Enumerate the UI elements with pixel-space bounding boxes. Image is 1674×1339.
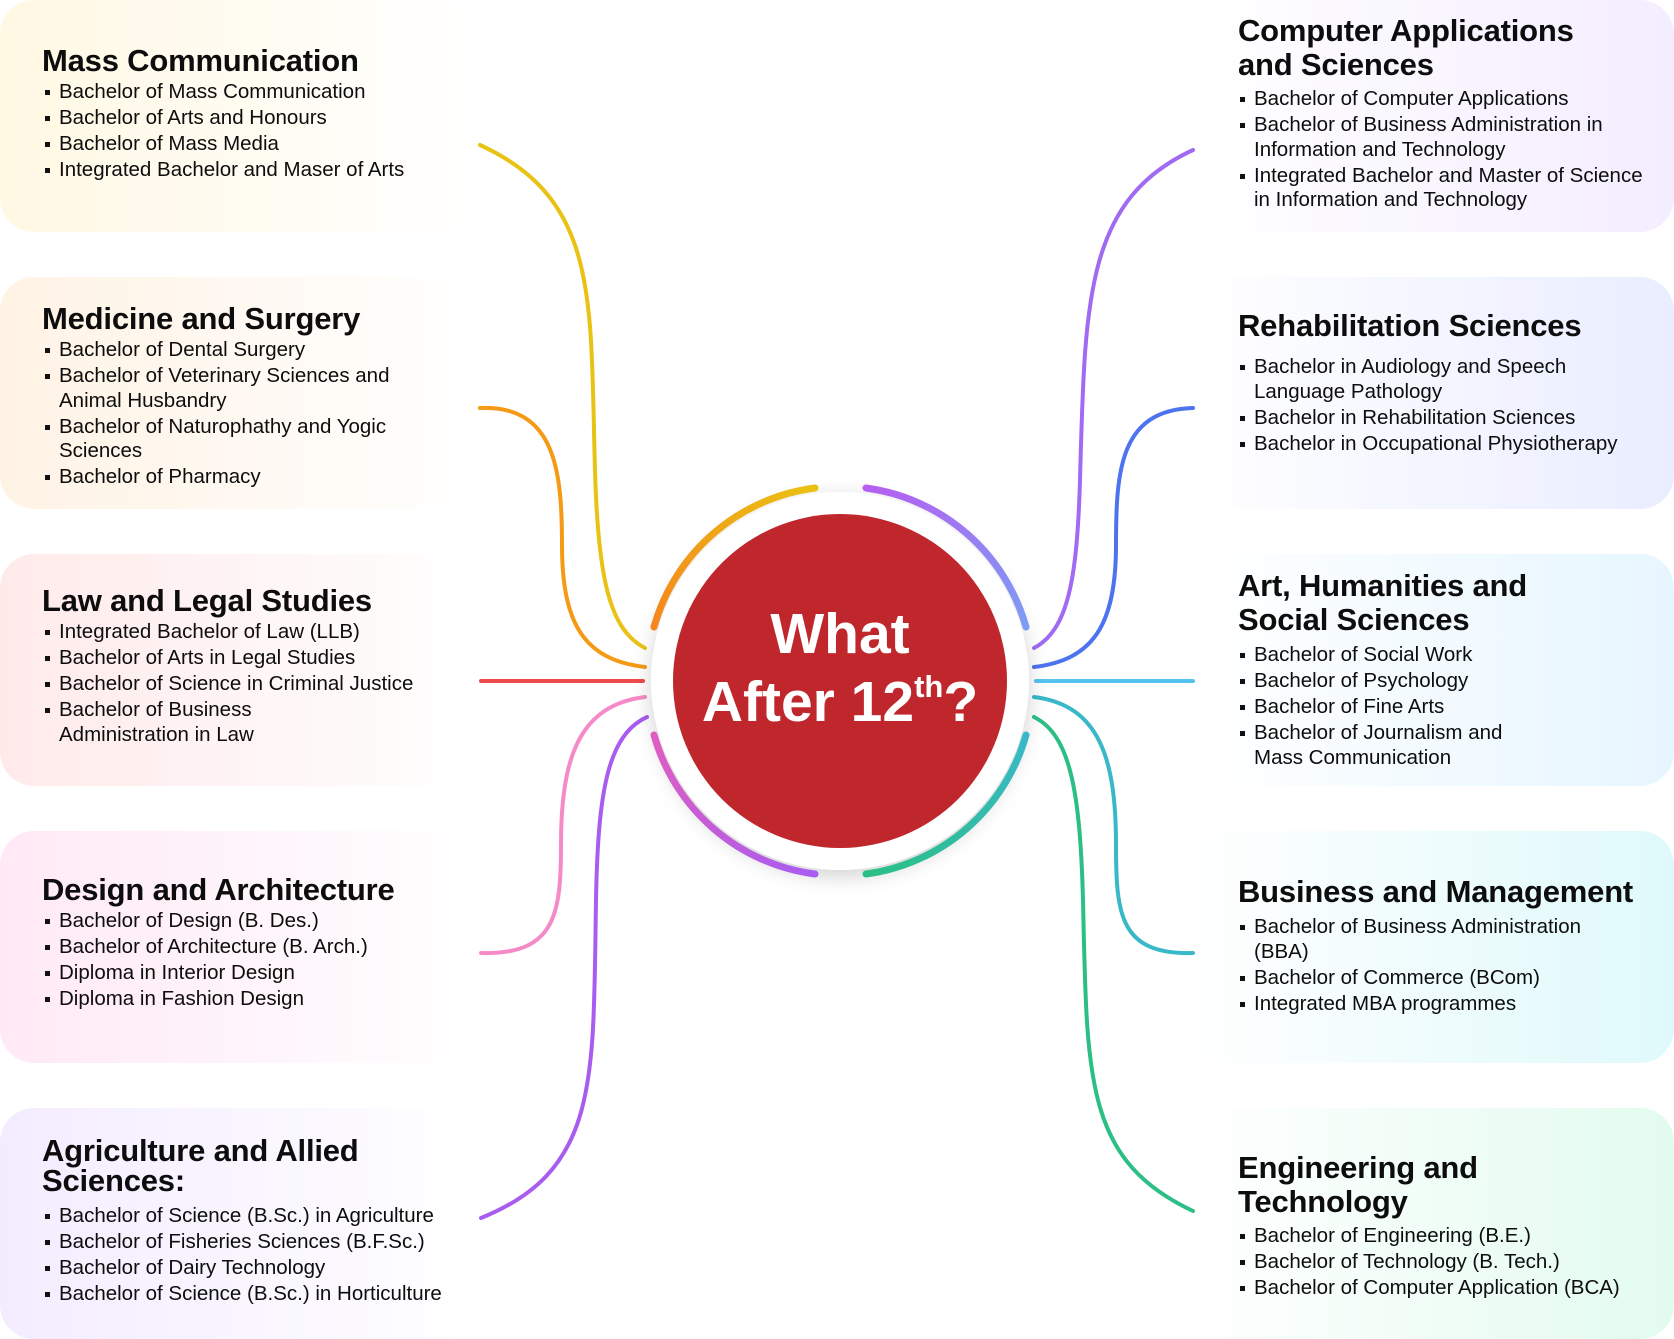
card-title: Mass Communication — [42, 43, 359, 78]
course-item: Bachelor of Veterinary Sciences and Anim… — [43, 364, 423, 413]
course-list: Bachelor of Computer Applications Bachel… — [1238, 87, 1658, 214]
course-item: Bachelor of Technology (B. Tech.) — [1238, 1250, 1674, 1275]
course-list: Bachelor of Mass Communication Bachelor … — [43, 80, 460, 184]
category-card-computer-applications: Computer Applications and Sciences Bache… — [1210, 0, 1674, 232]
connector-computer — [1032, 148, 1195, 650]
course-item: Bachelor of Business Administration in L… — [43, 698, 289, 747]
course-item: Bachelor of Science in Criminal Justice — [43, 672, 443, 697]
course-item: Bachelor of Business Administration in I… — [1238, 113, 1658, 162]
course-item: Integrated Bachelor of Law (LLB) — [43, 620, 443, 645]
course-item: Diploma in Fashion Design — [43, 987, 460, 1012]
course-item: Bachelor in Rehabilitation Sciences — [1238, 406, 1658, 431]
category-card-arts-humanities: Art, Humanities and Social Sciences Bach… — [1210, 554, 1674, 786]
category-card-medicine-surgery: Medicine and Surgery Bachelor of Dental … — [0, 277, 460, 509]
card-title: Law and Legal Studies — [42, 583, 372, 618]
course-item: Bachelor of Pharmacy — [43, 465, 423, 490]
course-item: Bachelor of Arts in Legal Studies — [43, 646, 443, 671]
hub-title: What After 12th? — [670, 600, 1010, 736]
category-card-mass-communication: Mass Communication Bachelor of Mass Comm… — [0, 0, 460, 232]
category-card-business: Business and Management Bachelor of Busi… — [1210, 831, 1674, 1063]
card-title: Design and Architecture — [42, 872, 395, 907]
course-list: Bachelor of Design (B. Des.) Bachelor of… — [43, 909, 460, 1013]
course-item: Bachelor of Mass Media — [43, 132, 460, 157]
course-item: Bachelor of Science (B.Sc.) in Agricultu… — [43, 1204, 460, 1229]
course-item: Bachelor of Naturophathy and Yogic Scien… — [43, 415, 423, 464]
course-item: Bachelor of Journalism and Mass Communic… — [1238, 721, 1554, 770]
hub-arc-bottom-left — [650, 731, 819, 878]
connector-design — [479, 695, 647, 956]
course-item: Integrated Bachelor and Master of Scienc… — [1238, 164, 1654, 213]
card-title: Medicine and Surgery — [42, 301, 361, 336]
course-item: Bachelor of Dental Surgery — [43, 338, 423, 363]
category-card-rehabilitation: Rehabilitation Sciences Bachelor in Audi… — [1210, 277, 1674, 509]
course-list: Bachelor of Engineering (B.E.) Bachelor … — [1238, 1224, 1674, 1302]
connector-agriculture — [479, 715, 649, 1220]
course-item: Bachelor of Commerce (BCom) — [1238, 966, 1638, 991]
course-item: Bachelor of Arts and Honours — [43, 106, 460, 131]
card-title: Engineering and Technology — [1238, 1150, 1478, 1219]
course-item: Bachelor of Mass Communication — [43, 80, 460, 105]
hub-title-main: After 12 — [701, 670, 915, 734]
category-card-design: Design and Architecture Bachelor of Desi… — [0, 831, 460, 1063]
course-item: Bachelor of Science (B.Sc.) in Horticult… — [43, 1282, 460, 1307]
hub-title-sup: th — [914, 669, 944, 704]
course-item: Bachelor of Computer Applications — [1238, 87, 1658, 112]
connector-mass-communication — [478, 143, 647, 650]
course-item: Bachelor of Design (B. Des.) — [43, 909, 460, 934]
course-item: Bachelor in Occupational Physiotherapy — [1238, 432, 1658, 457]
course-item: Diploma in Interior Design — [43, 961, 460, 986]
course-item: Bachelor of Engineering (B.E.) — [1238, 1224, 1674, 1249]
connector-engineering — [1032, 715, 1195, 1213]
course-list: Bachelor of Social Work Bachelor of Psyc… — [1238, 643, 1658, 772]
connector-medicine — [478, 405, 647, 669]
course-list: Bachelor of Science (B.Sc.) in Agricultu… — [43, 1204, 460, 1308]
card-title: Art, Humanities and Social Sciences — [1238, 568, 1528, 637]
hub-circle — [673, 514, 1007, 848]
category-card-law: Law and Legal Studies Integrated Bachelo… — [0, 554, 460, 786]
course-list: Integrated Bachelor of Law (LLB) Bachelo… — [43, 620, 443, 749]
course-item: Integrated MBA programmes — [1238, 992, 1638, 1017]
hub — [650, 484, 1030, 878]
course-item: Bachelor of Social Work — [1238, 643, 1658, 668]
card-title: Rehabilitation Sciences — [1238, 308, 1582, 343]
course-list: Bachelor in Audiology and Speech Languag… — [1238, 355, 1658, 458]
card-title: Computer Applications and Sciences — [1238, 13, 1574, 82]
card-title: Agriculture and Allied Sciences: — [42, 1133, 359, 1198]
category-card-engineering: Engineering and Technology Bachelor of E… — [1210, 1108, 1674, 1339]
course-item: Bachelor in Audiology and Speech Languag… — [1238, 355, 1594, 404]
hub-title-line1: What — [770, 602, 910, 666]
hub-arc-top-left — [650, 484, 819, 631]
category-card-agriculture: Agriculture and Allied Sciences: Bachelo… — [0, 1108, 460, 1339]
course-item: Bachelor of Dairy Technology — [43, 1256, 460, 1281]
course-list: Bachelor of Business Administration (BBA… — [1238, 915, 1638, 1018]
course-list: Bachelor of Dental Surgery Bachelor of V… — [43, 338, 423, 491]
connector-business — [1032, 695, 1195, 956]
hub-arc-top-right — [862, 484, 1030, 631]
course-item: Bachelor of Computer Application (BCA) — [1238, 1276, 1674, 1301]
course-item: Bachelor of Fisheries Sciences (B.F.Sc.) — [43, 1230, 460, 1255]
course-item: Bachelor of Psychology — [1238, 669, 1658, 694]
course-item: Bachelor of Fine Arts — [1238, 695, 1658, 720]
course-item: Integrated Bachelor and Maser of Arts — [43, 158, 460, 183]
hub-title-tail: ? — [943, 670, 979, 734]
hub-title-line2: After 12th? — [670, 668, 1010, 736]
course-item: Bachelor of Business Administration (BBA… — [1238, 915, 1638, 964]
connector-rehabilitation — [1032, 406, 1195, 669]
card-title: Business and Management — [1238, 874, 1634, 909]
course-item: Bachelor of Architecture (B. Arch.) — [43, 935, 460, 960]
hub-arc-bottom-right — [862, 731, 1030, 878]
